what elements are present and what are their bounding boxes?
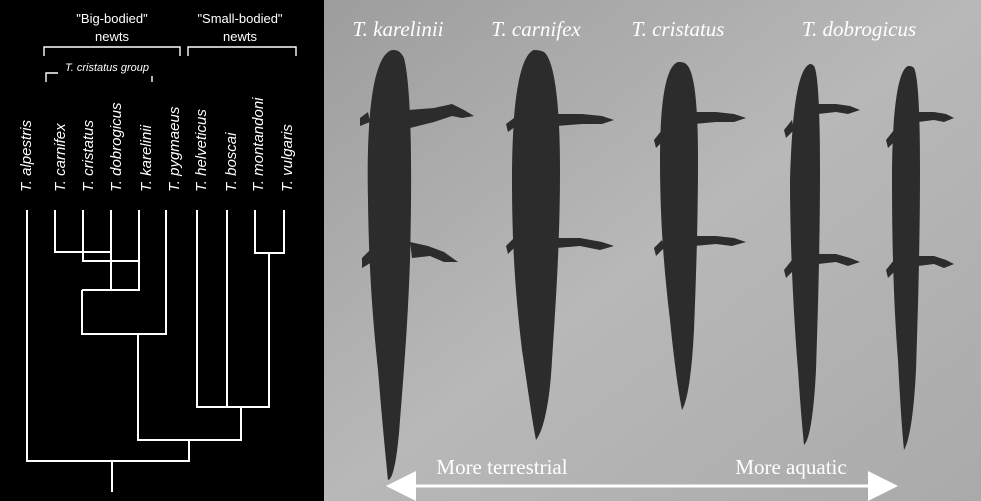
species-label-pygmaeus: T. pygmaeus xyxy=(166,106,183,192)
branch-pygmaeus xyxy=(82,210,166,334)
big-bodied-label-line2: newts xyxy=(95,29,129,44)
species-label-dobrogicus: T. dobrogicus xyxy=(108,102,125,192)
big-bodied-label-line1: "Big-bodied" xyxy=(76,11,148,26)
tree-branches xyxy=(27,210,284,492)
branch-helveticus xyxy=(197,210,227,407)
branch-boscai xyxy=(227,210,269,407)
small-bodied-bracket xyxy=(188,47,296,56)
species-label-boscai: T. boscai xyxy=(223,132,240,192)
axis-right-label: More aquatic xyxy=(735,455,846,479)
species-label-montandoni: T. montandoni xyxy=(250,97,267,192)
photo-label-carnifex: T. carnifex xyxy=(491,17,581,41)
species-label-helveticus: T. helveticus xyxy=(193,109,210,192)
axis-left-label: More terrestrial xyxy=(436,455,567,479)
branch-big-small xyxy=(138,334,241,440)
branch-montandoni-vulgaris xyxy=(255,210,284,253)
species-label-carnifex: T. carnifex xyxy=(52,123,69,192)
species-label-karelinii: T. karelinii xyxy=(138,124,155,192)
small-bodied-label-line1: "Small-bodied" xyxy=(197,11,282,26)
phylogenetic-tree-panel: "Big-bodied" newts "Small-bodied" newts … xyxy=(0,0,324,501)
cristatus-group-label: T. cristatus group xyxy=(65,62,149,74)
big-bodied-bracket xyxy=(44,47,180,56)
species-label-alpestris: T. alpestris xyxy=(18,120,35,192)
small-bodied-label-line2: newts xyxy=(223,29,257,44)
photo-label-karelinii: T. karelinii xyxy=(353,17,444,41)
branch-alpestris xyxy=(27,210,189,461)
species-label-cristatus: T. cristatus xyxy=(80,120,97,192)
newt-photo: T. karelinii T. carnifex T. cristatus T.… xyxy=(324,0,981,501)
phylogenetic-tree: "Big-bodied" newts "Small-bodied" newts … xyxy=(0,0,324,501)
newt-photo-panel: T. karelinii T. carnifex T. cristatus T.… xyxy=(324,0,981,501)
species-label-vulgaris: T. vulgaris xyxy=(279,124,296,192)
photo-label-dobrogicus: T. dobrogicus xyxy=(802,17,916,41)
photo-label-cristatus: T. cristatus xyxy=(632,17,725,41)
